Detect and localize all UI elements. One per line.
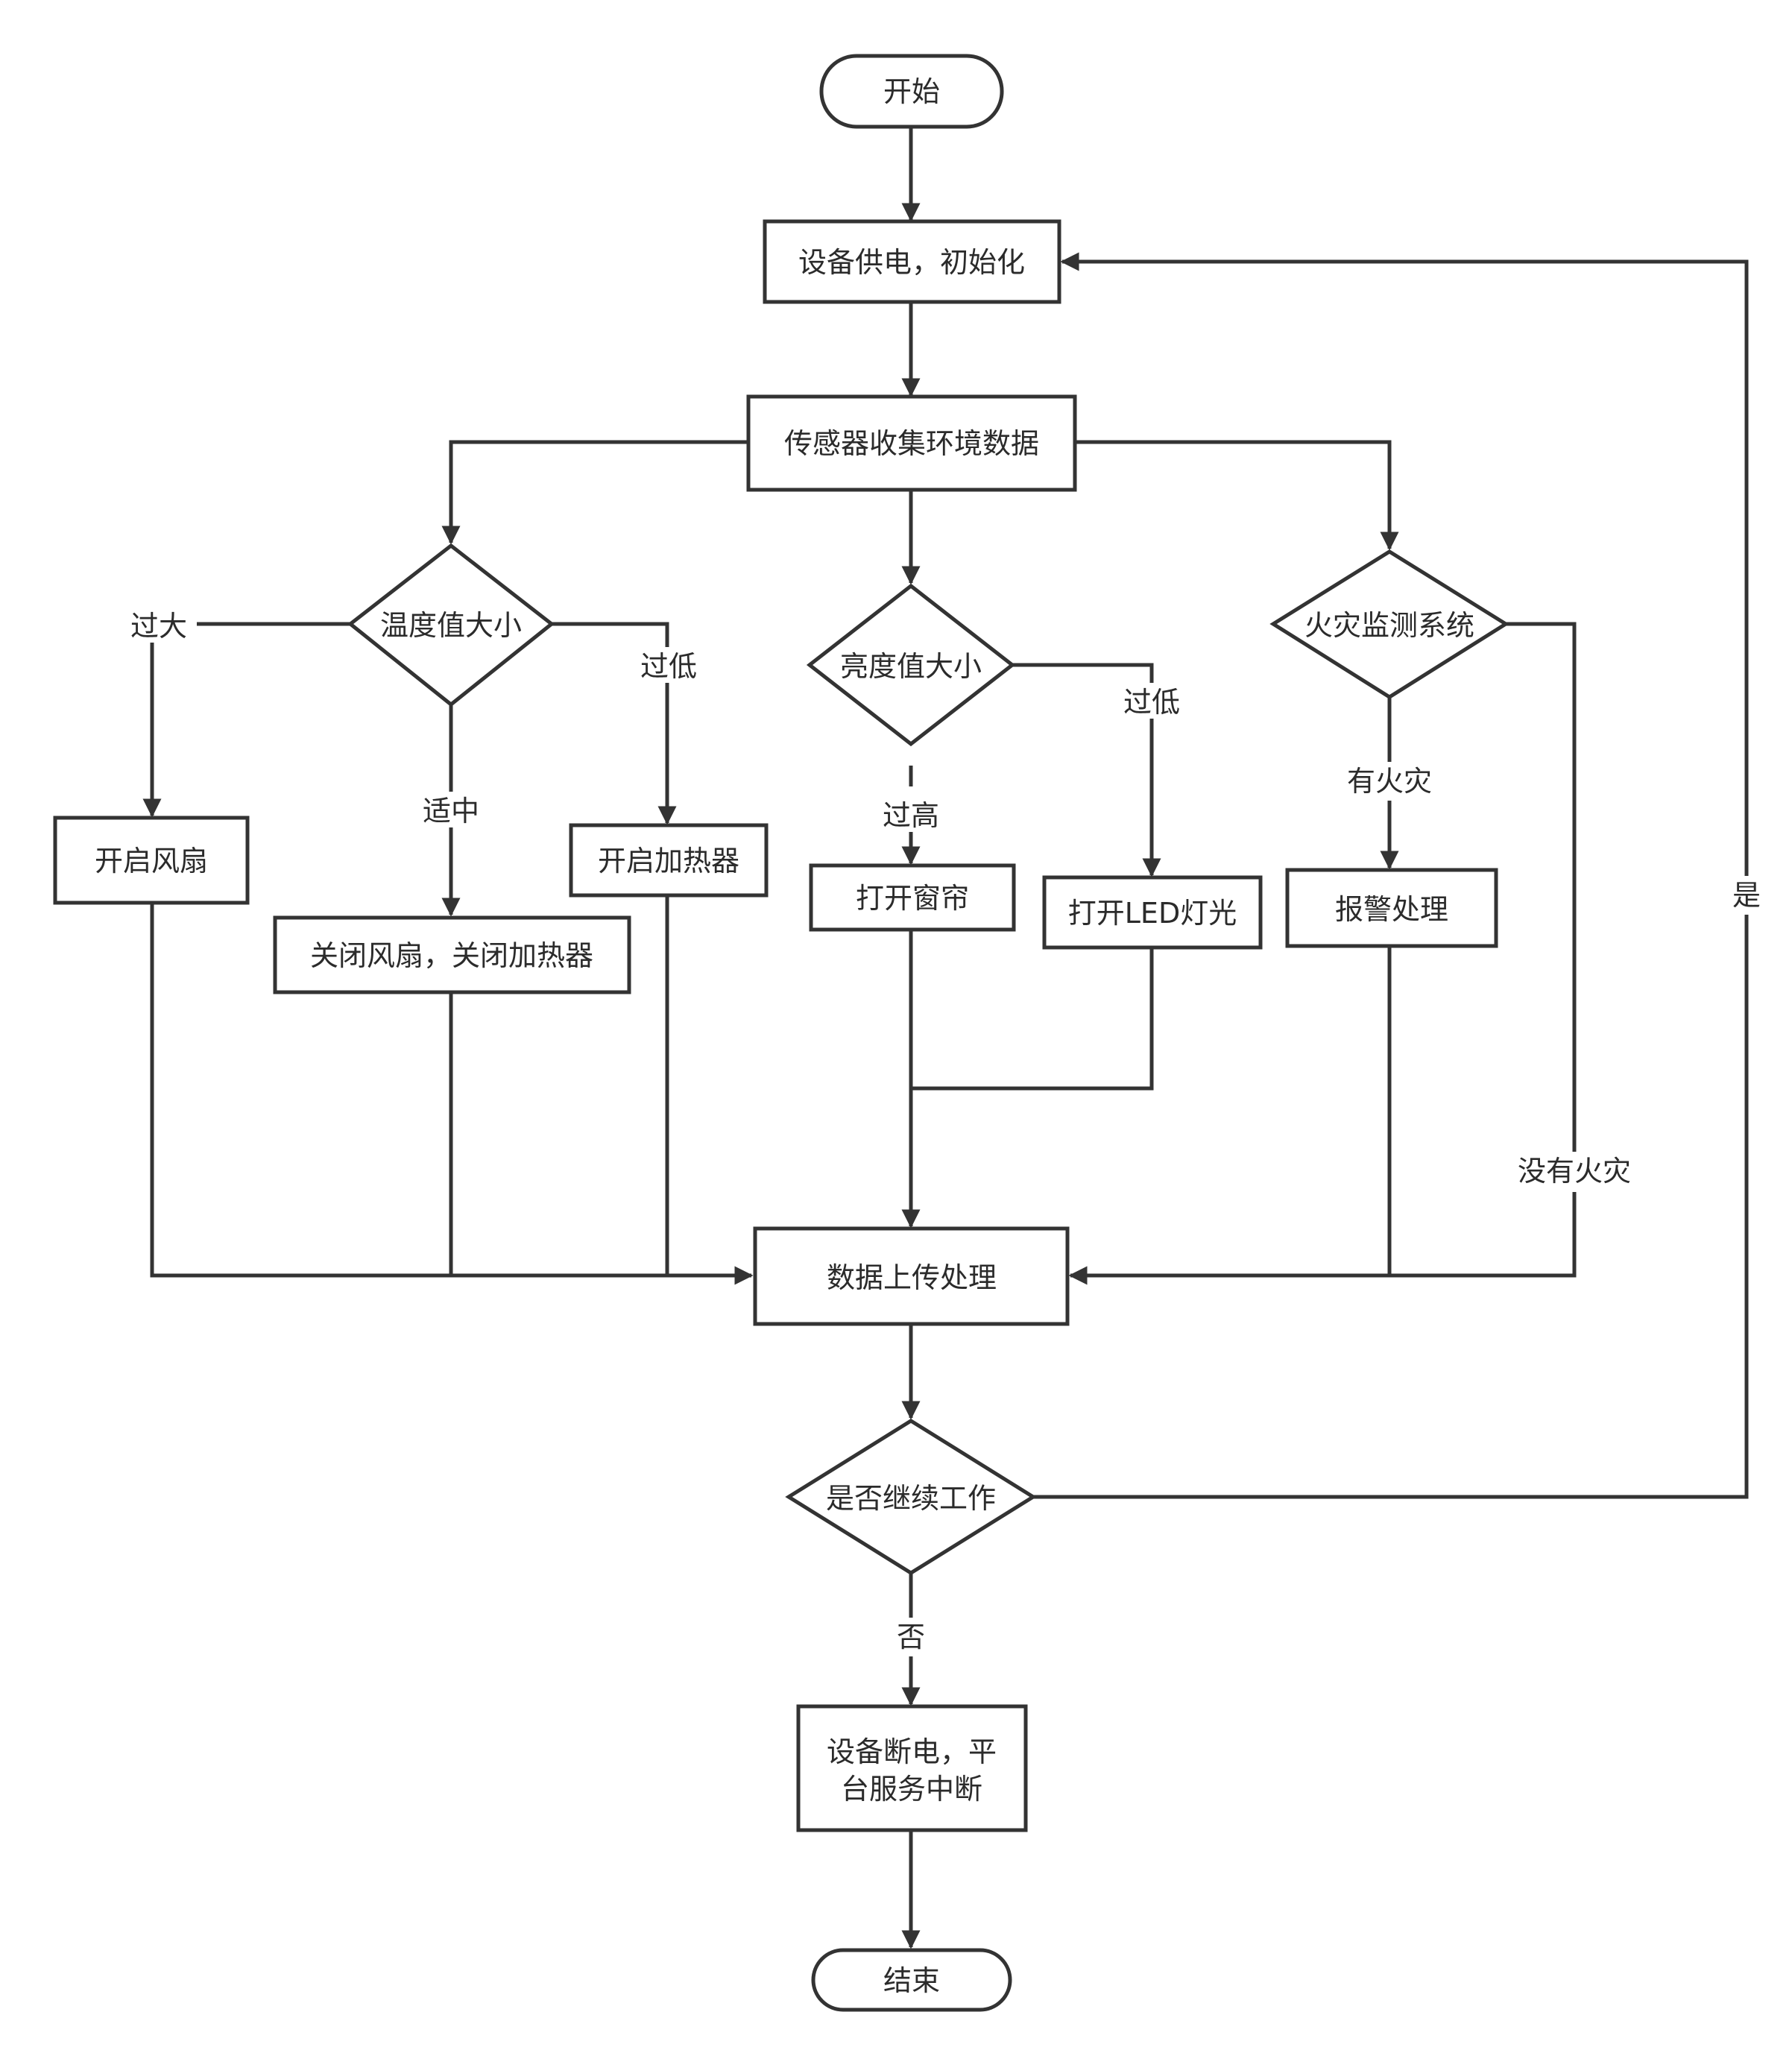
edge-bright-to-led — [1012, 663, 1161, 877]
label-fire-no: 没有火灾 — [1513, 1152, 1635, 1192]
nodes: 开始 设备供电，初始化 传感器收集环境数据 温度值大小 亮度值大小 火灾监测系统 — [53, 54, 1509, 2012]
node-curtain: 打开窗帘 — [809, 863, 1016, 932]
node-led-label: 打开LED灯光 — [1068, 897, 1237, 930]
label-temp-high: 过大 — [122, 607, 197, 643]
node-alarm: 报警处理 — [1285, 868, 1498, 948]
label-bright-low: 过低 — [1114, 683, 1189, 719]
node-end-label: 结束 — [883, 1964, 940, 1997]
node-shutdown-line-1: 设备断电，平 — [827, 1735, 997, 1768]
node-alarm-label: 报警处理 — [1335, 893, 1448, 926]
edge-fan-on-to-upload — [150, 903, 754, 1285]
node-upload: 数据上传处理 — [753, 1226, 1070, 1326]
node-upload-label: 数据上传处理 — [827, 1261, 997, 1294]
node-shutdown-line-2: 台服务中断 — [841, 1773, 982, 1806]
edge-sense-to-fire — [1075, 440, 1399, 551]
node-sense-label: 传感器收集环境数据 — [784, 427, 1039, 460]
edge-temp-to-fan-on — [142, 622, 350, 818]
label-continue-no: 否 — [892, 1618, 930, 1656]
label-bright-low-text: 过低 — [1123, 686, 1180, 719]
node-fan-on: 开启风扇 — [53, 816, 250, 905]
node-continue: 是否继续工作 — [785, 1419, 1037, 1575]
label-bright-high: 过高 — [874, 796, 948, 832]
node-start: 开始 — [819, 54, 1004, 129]
label-temp-mid-text: 适中 — [423, 795, 479, 827]
edge-temp-to-heater-on — [552, 622, 677, 825]
node-fan-off-label: 关闭风扇，关闭加热器 — [310, 939, 593, 972]
node-sense: 传感器收集环境数据 — [746, 394, 1077, 492]
edge-labels: 过大 适中 过低 过高 过低 有火灾 没有火灾 是 — [122, 607, 1765, 1656]
edge-fire-to-upload — [1068, 622, 1577, 1285]
label-temp-high-text: 过大 — [130, 610, 187, 643]
node-bright: 亮度值大小 — [806, 583, 1016, 747]
node-heater-on-label: 开启加热器 — [598, 845, 739, 877]
label-temp-low: 过低 — [631, 647, 706, 683]
node-fire: 火灾监测系统 — [1269, 549, 1509, 699]
node-curtain-label: 打开窗帘 — [856, 882, 969, 915]
edge-sense-to-temp — [441, 440, 747, 545]
node-heater-on: 开启加热器 — [569, 823, 769, 898]
node-init-label: 设备供电，初始化 — [798, 246, 1025, 279]
label-temp-mid: 适中 — [414, 792, 488, 827]
node-fan-off: 关闭风扇，关闭加热器 — [273, 915, 631, 994]
node-temp: 温度值大小 — [347, 543, 555, 707]
node-end: 结束 — [811, 1948, 1012, 2012]
node-fire-label: 火灾监测系统 — [1304, 609, 1474, 642]
label-continue-no-text: 否 — [897, 1621, 925, 1653]
label-bright-high-text: 过高 — [883, 799, 939, 832]
label-fire-no-text: 没有火灾 — [1518, 1155, 1631, 1188]
node-led: 打开LED灯光 — [1042, 875, 1263, 950]
label-continue-yes-text: 是 — [1732, 879, 1761, 912]
node-bright-label: 亮度值大小 — [840, 650, 982, 683]
node-shutdown: 设备断电，平 台服务中断 — [796, 1704, 1028, 1832]
label-temp-low-text: 过低 — [640, 650, 697, 683]
node-continue-label: 是否继续工作 — [826, 1482, 996, 1515]
label-continue-yes: 是 — [1728, 876, 1765, 915]
edge-led-to-upload — [911, 947, 1154, 1091]
label-fire-yes-text: 有火灾 — [1347, 765, 1432, 798]
node-fan-on-label: 开启风扇 — [95, 845, 208, 877]
node-start-label: 开始 — [883, 75, 940, 108]
node-temp-label: 温度值大小 — [380, 609, 522, 642]
label-fire-yes: 有火灾 — [1341, 762, 1438, 801]
node-init: 设备供电，初始化 — [763, 219, 1061, 304]
